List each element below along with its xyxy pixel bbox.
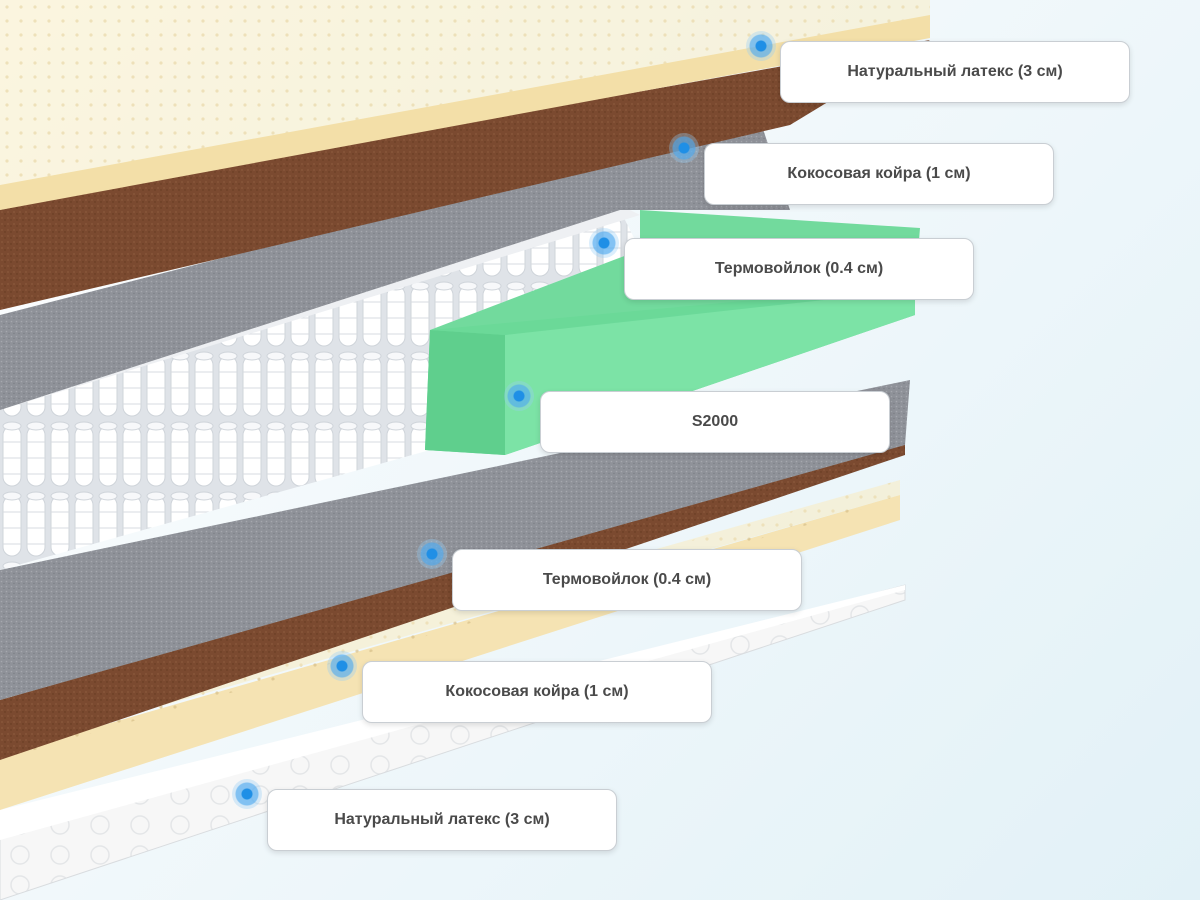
layer-marker-4 xyxy=(504,381,534,411)
layer-label-bottom-coir: Кокосовая койра (1 см) xyxy=(362,661,712,723)
layer-marker-3 xyxy=(589,228,619,258)
bottom-felt-layer xyxy=(0,380,910,700)
layer-label-top-felt: Термовойлок (0.4 см) xyxy=(624,238,974,300)
layer-label-text: Кокосовая койра (1 см) xyxy=(787,165,971,182)
layer-label-text: Кокосовая койра (1 см) xyxy=(445,683,629,700)
layer-label-text: Натуральный латекс (3 см) xyxy=(334,811,550,828)
top-felt-layer xyxy=(0,120,790,410)
spring-block xyxy=(0,210,640,570)
layer-label-text: S2000 xyxy=(691,413,739,430)
layer-label-text: Термовойлок (0.4 см) xyxy=(714,260,884,277)
layer-label-springs: S2000 xyxy=(540,391,890,453)
layer-marker-2 xyxy=(669,133,699,163)
layer-marker-6 xyxy=(327,651,357,681)
layer-label-top-latex: Натуральный латекс (3 см) xyxy=(780,41,1130,103)
layer-label-bottom-latex: Натуральный латекс (3 см) xyxy=(267,789,617,851)
layer-marker-1 xyxy=(746,31,776,61)
layer-label-top-coir: Кокосовая койра (1 см) xyxy=(704,143,1054,205)
layer-marker-5 xyxy=(417,539,447,569)
layer-label-text: Натуральный латекс (3 см) xyxy=(847,63,1063,80)
top-coir-layer xyxy=(0,40,930,310)
layer-marker-7 xyxy=(232,779,262,809)
layer-label-text: Термовойлок (0.4 см) xyxy=(542,571,712,588)
layer-label-bottom-felt: Термовойлок (0.4 см) xyxy=(452,549,802,611)
